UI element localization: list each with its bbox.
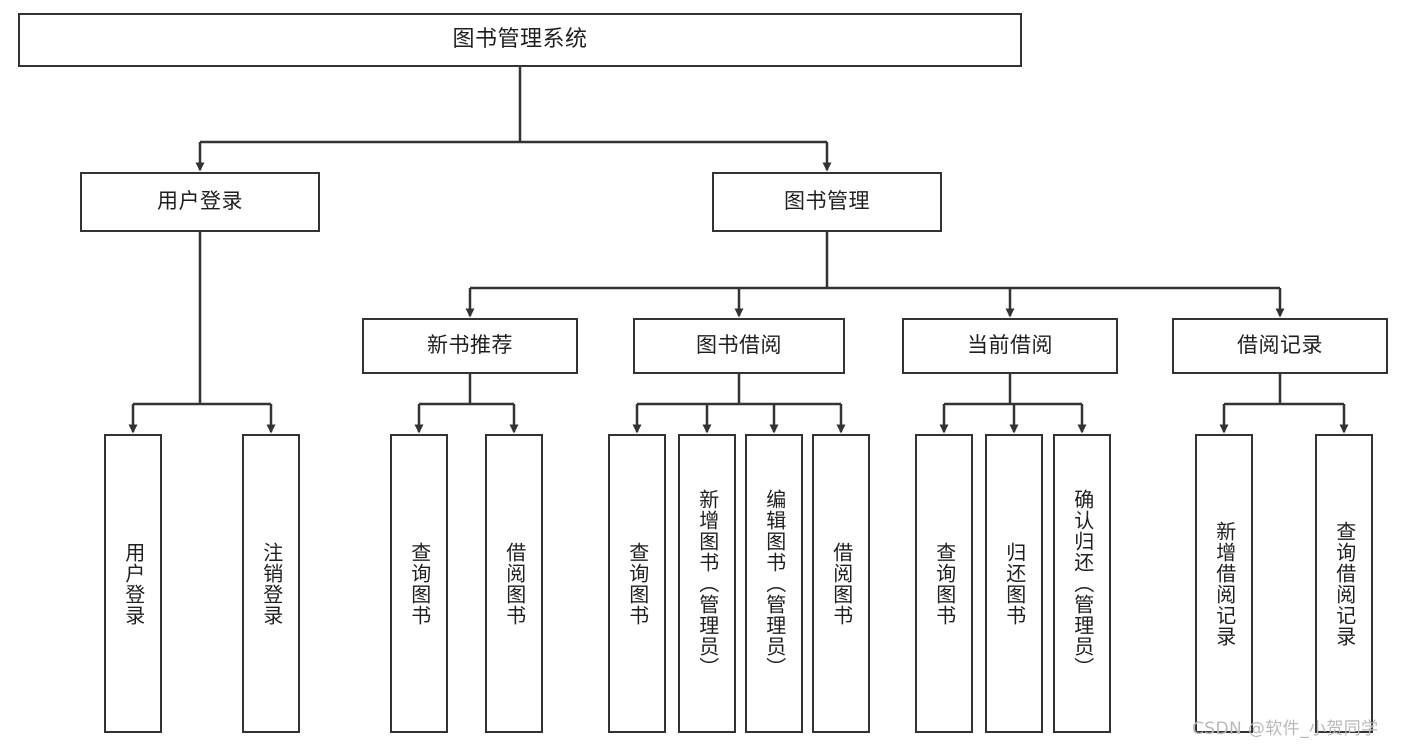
node-book-manage[interactable]: 图书管理 xyxy=(712,172,942,232)
node-root[interactable]: 图书管理系统 xyxy=(18,13,1022,67)
node-label: 新书推荐 xyxy=(427,333,513,358)
watermark-text: CSDN @软件_小贺同学 xyxy=(1192,719,1379,739)
node-leaf-add-book[interactable]: 新增图书（管理员） xyxy=(678,434,736,733)
node-label: 查询图书 xyxy=(407,541,432,626)
node-leaf-query-record[interactable]: 查询借阅记录 xyxy=(1315,434,1373,733)
node-label: 新增图书（管理员） xyxy=(695,489,720,678)
node-leaf-borrow-book-1[interactable]: 借阅图书 xyxy=(485,434,543,733)
node-label: 图书管理 xyxy=(784,189,870,214)
node-label: 用户登录 xyxy=(121,541,146,626)
node-borrow-record[interactable]: 借阅记录 xyxy=(1172,318,1388,374)
node-label: 查询图书 xyxy=(625,541,650,626)
node-leaf-return-book[interactable]: 归还图书 xyxy=(985,434,1043,733)
node-leaf-query-book-3[interactable]: 查询图书 xyxy=(915,434,973,733)
node-leaf-user-login[interactable]: 用户登录 xyxy=(104,434,162,733)
node-leaf-query-book-1[interactable]: 查询图书 xyxy=(390,434,448,733)
node-label: 当前借阅 xyxy=(967,333,1053,358)
node-leaf-logout[interactable]: 注销登录 xyxy=(242,434,300,733)
node-leaf-borrow-book-2[interactable]: 借阅图书 xyxy=(812,434,870,733)
node-current-borrow[interactable]: 当前借阅 xyxy=(902,318,1118,374)
node-label: 查询图书 xyxy=(932,541,957,626)
node-label: 图书管理系统 xyxy=(452,26,588,52)
node-leaf-add-record[interactable]: 新增借阅记录 xyxy=(1195,434,1253,733)
node-label: 归还图书 xyxy=(1002,541,1027,626)
node-label: 用户登录 xyxy=(157,189,243,214)
node-label: 借阅图书 xyxy=(502,541,527,626)
node-label: 编辑图书（管理员） xyxy=(762,489,787,678)
node-label: 新增借阅记录 xyxy=(1212,520,1237,647)
node-leaf-edit-book[interactable]: 编辑图书（管理员） xyxy=(745,434,803,733)
node-label: 借阅记录 xyxy=(1237,333,1323,358)
node-leaf-query-book-2[interactable]: 查询图书 xyxy=(608,434,666,733)
node-label: 确认归还（管理员） xyxy=(1070,489,1095,678)
node-label: 注销登录 xyxy=(259,541,284,626)
node-label: 查询借阅记录 xyxy=(1332,520,1357,647)
node-label: 图书借阅 xyxy=(696,333,782,358)
node-new-book-recommend[interactable]: 新书推荐 xyxy=(362,318,578,374)
node-label: 借阅图书 xyxy=(829,541,854,626)
node-user-login[interactable]: 用户登录 xyxy=(80,172,320,232)
edge-group xyxy=(128,67,1349,434)
node-leaf-confirm-return[interactable]: 确认归还（管理员） xyxy=(1053,434,1111,733)
node-book-borrow[interactable]: 图书借阅 xyxy=(633,318,845,374)
